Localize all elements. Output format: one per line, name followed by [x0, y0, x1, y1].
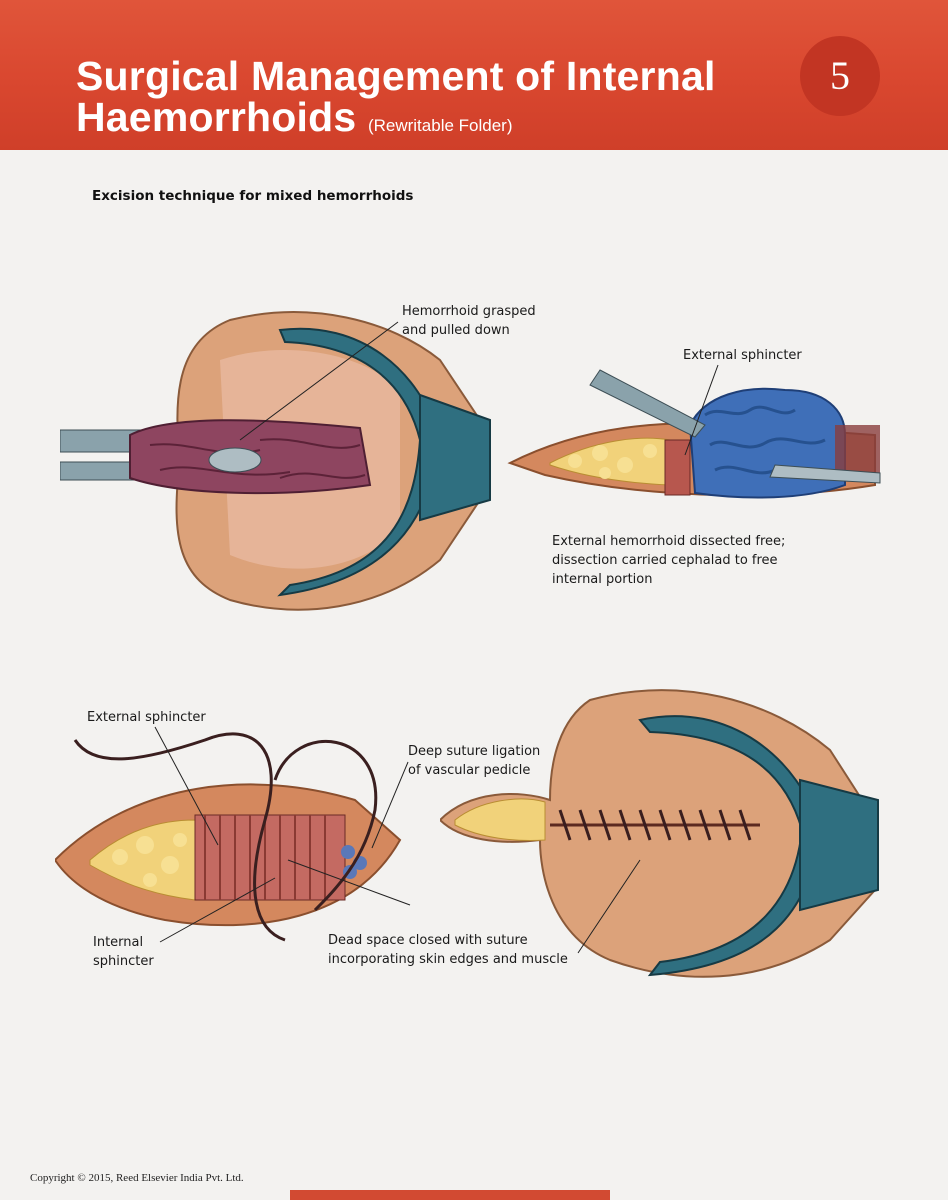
label-deep-suture-ligation: Deep suture ligation of vascular pedicle — [408, 744, 541, 778]
label-external-sphincter-top: External sphincter — [683, 348, 802, 363]
page-title: Surgical Management of Internal Haemorrh… — [76, 56, 716, 146]
label-internal-sphincter: Internal sphincter — [93, 935, 154, 969]
illustration-external-hemorrhoid-dissected — [507, 369, 881, 499]
title-line-1: Surgical Management of Internal — [76, 53, 716, 99]
chapter-number-badge: 5 — [800, 36, 880, 116]
header-banner: Surgical Management of Internal Haemorrh… — [0, 0, 948, 150]
illustration-hemorrhoid-grasped — [60, 311, 491, 611]
label-hemorrhoid-grasped: Hemorrhoid grasped and pulled down — [402, 304, 536, 338]
label-external-sphincter-bottom: External sphincter — [87, 710, 206, 725]
subtitle: (Rewritable Folder) — [367, 116, 513, 135]
illustration-dead-space-closed — [440, 689, 879, 978]
label-dead-space-closed: Dead space closed with suture incorporat… — [328, 933, 568, 967]
section-heading: Excision technique for mixed hemorrhoids — [92, 188, 414, 204]
label-external-hemorrhoid-dissected: External hemorrhoid dissected free; diss… — [552, 534, 786, 587]
illustration-suture-ligation — [55, 732, 402, 942]
title-line-2: Haemorrhoids — [76, 94, 357, 140]
publisher-logo-strip — [290, 1190, 610, 1200]
copyright-notice: Copyright © 2015, Reed Elsevier India Pv… — [30, 1172, 244, 1184]
